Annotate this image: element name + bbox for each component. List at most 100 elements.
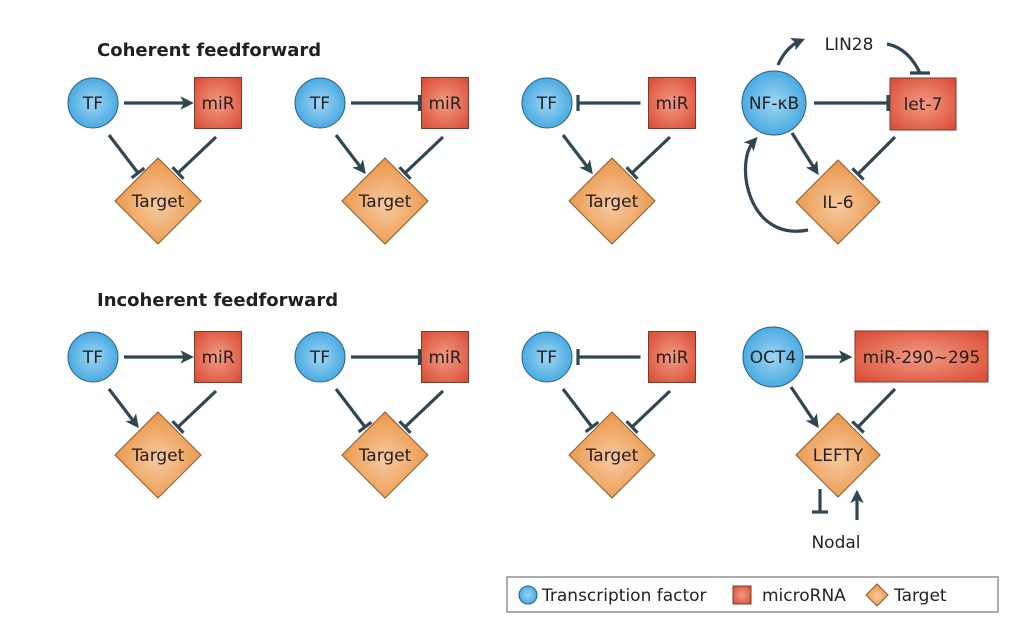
s0-m1-edge-tf-target (334, 134, 366, 175)
s1-m1-edge-mir-target-bar (398, 420, 412, 434)
s1-m1-edge-tf-mir (351, 349, 422, 365)
s1-m2-tf-node (521, 331, 573, 383)
edges-layer (107, 38, 930, 520)
s1-m0-edge-mir-target-line (176, 389, 218, 429)
s0-m3-edge-tf-mir (814, 95, 890, 111)
s0-m3-edge-lin28-mir-line (886, 42, 922, 74)
s0-m0-edge-tf-target-bar (130, 166, 146, 180)
s1-m1-edge-tf-target-line (334, 388, 367, 428)
s1-m0-mir-node (194, 331, 242, 383)
s0-m3-edge-tf-lin28-line (776, 38, 805, 66)
s1-m0-edge-tf-target-line (107, 388, 139, 429)
s1-m1-mir-label: miR (428, 348, 461, 368)
s1-m3-target-node (795, 412, 881, 498)
s0-m0-edge-mir-target-bar (171, 166, 185, 180)
s0-m3-edge-il6-nfkb (743, 137, 809, 233)
s0-m3-edge-lin28-mir (886, 42, 922, 74)
s1-m1-tf-label: TF (309, 348, 330, 368)
s1-m2-mir-node (648, 331, 696, 383)
s0-m1-tf-node (294, 77, 346, 129)
s0-m2-mir-node (648, 77, 696, 129)
legend-square-icon (732, 585, 752, 605)
s0-m2-edge-tf-target-line (561, 134, 593, 175)
s1-m1-tf-node (294, 331, 346, 383)
s1-m0-tf-node (67, 331, 119, 383)
s0-m3-target-node (795, 159, 881, 245)
s1-m3-tf-node (742, 326, 804, 388)
s1-m0-edge-tf-target (107, 388, 139, 429)
s0-m0-edge-tf-target (107, 134, 146, 180)
s1-m2-edge-tf-target-bar (584, 420, 600, 434)
s0-m3-edge-tf-lin28 (776, 38, 805, 66)
s1-m3-edge-mir-target-bar (851, 420, 865, 434)
s0-m3-edge-mir-target-bar (851, 167, 865, 181)
s0-m0-target-node (114, 157, 202, 245)
s1-m2-target-node (568, 411, 656, 499)
s1-m0-tf-label: TF (82, 348, 103, 368)
legend-box (506, 576, 999, 613)
s1-m1-mir-node (421, 331, 469, 383)
s1-m2-edge-mir-target (625, 389, 672, 434)
s0-m1-edge-tf-target-line (334, 134, 366, 175)
s0-m2-edge-tf-target (561, 134, 593, 175)
s1-m3-edge-tf-target-line (789, 386, 819, 429)
incoherent-section-title: Incoherent feedforward (97, 290, 338, 311)
s1-m2-tf-label: TF (536, 348, 557, 368)
s0-m3-edge-tf-target (790, 132, 819, 176)
s0-m1-tf-label: TF (309, 94, 330, 114)
s0-m1-target-node (341, 157, 429, 245)
s1-m2-target-label: Target (585, 446, 639, 466)
s0-m2-edge-mir-target-line (630, 135, 672, 175)
s0-m2-target-node (568, 157, 656, 245)
s1-m3-edge-tf-target (789, 386, 819, 429)
s1-m0-mir-label: miR (201, 348, 234, 368)
s1-m1-target-label: Target (358, 446, 412, 466)
s0-m0-edge-tf-target-line (107, 134, 140, 174)
s0-m0-target-label: Target (131, 192, 185, 212)
s1-m2-edge-mir-tf (576, 349, 641, 365)
s1-m2-edge-tf-target-line (561, 388, 594, 428)
s0-m2-edge-mir-target (625, 135, 672, 180)
s1-m0-edge-mir-target-bar (171, 420, 185, 434)
s0-m1-mir-node (421, 77, 469, 129)
legend-label-microrna: microRNA (762, 586, 846, 606)
s0-m0-edge-mir-target-line (176, 135, 218, 175)
s0-m2-edge-mir-tf (576, 95, 641, 111)
s0-m1-edge-mir-target-bar (398, 166, 412, 180)
s0-m3-edge-mir-target (851, 135, 897, 181)
s1-m0-target-label: Target (131, 446, 185, 466)
s1-m3-edge-lefty-nodal (812, 489, 828, 514)
s0-m3-edge-mir-target-line (856, 135, 897, 176)
legend: Transcription factor microRNA Target (506, 576, 999, 613)
s1-m3-mir-node (854, 330, 989, 383)
s1-m3-mir-label: miR-290~295 (863, 348, 981, 368)
s1-m0-edge-mir-target (171, 389, 218, 434)
s1-m2-mir-label: miR (655, 348, 688, 368)
s0-m1-edge-tf-mir (351, 95, 422, 111)
s0-m2-tf-node (521, 77, 573, 129)
s0-m3-tf-node (741, 70, 807, 136)
s0-m0-edge-mir-target (171, 135, 218, 180)
s1-m2-edge-mir-target-line (630, 389, 672, 429)
legend-diamond-icon (865, 583, 889, 607)
s0-m2-edge-mir-target-bar (625, 166, 639, 180)
s0-m3-target-label: IL-6 (822, 193, 853, 213)
s0-m3-tf-label: NF-κB (749, 94, 799, 114)
s0-m3-mir-label: let-7 (904, 95, 943, 115)
s1-m3-tf-label: OCT4 (750, 348, 796, 368)
legend-circle-icon (518, 585, 538, 605)
s0-m0-mir-node (194, 77, 242, 129)
s1-m2-edge-mir-target-bar (625, 420, 639, 434)
s1-m2-edge-tf-target (561, 388, 600, 434)
s1-m1-edge-mir-target-line (403, 389, 445, 429)
s0-m1-edge-mir-target (398, 135, 445, 180)
s0-m2-mir-label: miR (655, 94, 688, 114)
s1-m3-edge-mir-target (851, 387, 897, 434)
s1-m1-edge-mir-target (398, 389, 445, 434)
s0-m3-edge-tf-target-line (790, 132, 819, 176)
legend-label-target: Target (893, 586, 947, 606)
legend-label-transcription-factor: Transcription factor (541, 586, 707, 606)
s0-m3-mir-node (889, 77, 957, 131)
